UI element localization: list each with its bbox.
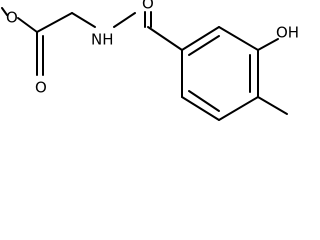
methyl-ring-bond bbox=[257, 96, 288, 115]
molecule-drawing: O O NH O OH bbox=[1, 0, 299, 121]
ester-carbonyl-oxygen-label: O bbox=[35, 79, 47, 97]
methyl-ester-bond bbox=[1, 7, 8, 16]
amide-carbon-ring-bond bbox=[147, 26, 183, 51]
ester-single-oxygen-label: O bbox=[6, 9, 18, 27]
carbonyl-c-ch2-bond bbox=[36, 12, 73, 33]
phenol-hydroxyl-label: OH bbox=[276, 24, 299, 42]
ring-bond-4 bbox=[218, 96, 259, 121]
ring-bond-5 bbox=[181, 96, 220, 121]
structure-canvas: O O NH O OH bbox=[1, 0, 300, 121]
ring-bond-2 bbox=[218, 26, 259, 51]
ch2-nitrogen-bond bbox=[71, 12, 96, 28]
phenol-oxygen-bond bbox=[257, 38, 279, 51]
amide-carbonyl-oxygen-label: O bbox=[142, 0, 154, 13]
nitrogen-amide-carbon-bond bbox=[113, 12, 136, 28]
ester-o-carbonyl-bond bbox=[17, 17, 38, 33]
ring-bond-1 bbox=[181, 26, 220, 51]
amide-nitrogen-label: NH bbox=[91, 31, 114, 49]
ring-inner-double-bond-1 bbox=[188, 35, 220, 56]
ring-inner-double-bond-3 bbox=[188, 90, 220, 112]
